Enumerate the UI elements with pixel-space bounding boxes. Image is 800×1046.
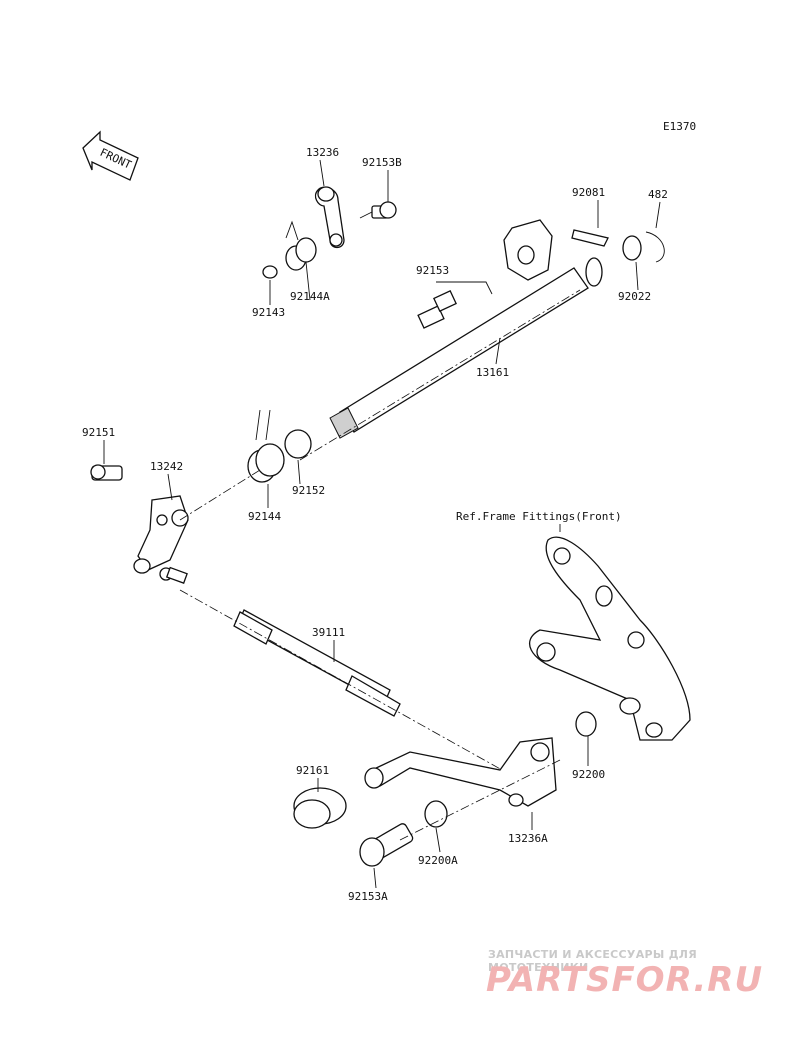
part-label-92152[interactable]: 92152 — [292, 484, 325, 497]
part-label-13236A[interactable]: 13236A — [508, 832, 548, 845]
watermark-logo: PARTSFOR.RU — [486, 960, 764, 1000]
diagram-code: E1370 — [663, 120, 696, 133]
shift-arm-13236-drawing — [262, 186, 397, 279]
tie-rod-39111-drawing — [179, 589, 521, 781]
leader-lines — [103, 159, 661, 889]
shift-pedal-13236A-drawing — [293, 711, 597, 867]
part-label-13242[interactable]: 13242 — [150, 460, 183, 473]
part-label-92151[interactable]: 92151 — [82, 426, 115, 439]
part-label-13161[interactable]: 13161 — [476, 366, 509, 379]
part-label-92081[interactable]: 92081 — [572, 186, 605, 199]
part-label-92161[interactable]: 92161 — [296, 764, 329, 777]
part-label-39111[interactable]: 39111 — [312, 626, 345, 639]
part-label-92153B[interactable]: 92153B — [362, 156, 402, 169]
part-label-92143[interactable]: 92143 — [252, 306, 285, 319]
frame-fitting-drawing — [528, 536, 691, 741]
shift-lever-13242-drawing — [90, 409, 312, 584]
front-arrow-icon: FRONT — [82, 130, 139, 181]
shift-shaft-13161-drawing — [299, 219, 665, 461]
part-label-92200[interactable]: 92200 — [572, 768, 605, 781]
part-label-92144A[interactable]: 92144A — [290, 290, 330, 303]
part-label-482[interactable]: 482 — [648, 188, 668, 201]
part-label-92022[interactable]: 92022 — [618, 290, 651, 303]
part-label-92144[interactable]: 92144 — [248, 510, 281, 523]
reference-note: Ref.Frame Fittings(Front) — [456, 510, 622, 523]
part-label-92153[interactable]: 92153 — [416, 264, 449, 277]
part-label-92200A[interactable]: 92200A — [418, 854, 458, 867]
part-label-92153A[interactable]: 92153A — [348, 890, 388, 903]
part-label-13236[interactable]: 13236 — [306, 146, 339, 159]
watermark-tagline: ЗАПЧАСТИ И АКСЕССУАРЫ ДЛЯ МОТОТЕХНИКИ — [488, 948, 698, 974]
